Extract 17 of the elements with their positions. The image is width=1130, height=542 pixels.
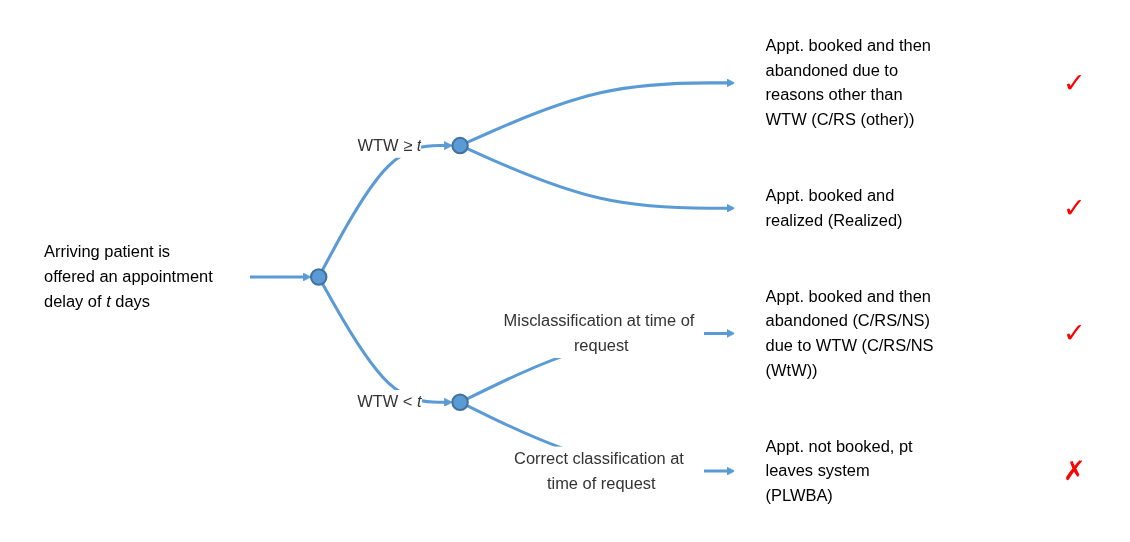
node-label: ✓ <box>1063 192 1086 224</box>
node-text: Appt. booked and realized (Realized) <box>765 186 903 229</box>
node-label: ✗ <box>1063 455 1086 487</box>
node-circle <box>310 268 328 286</box>
edge-label: Correct classification at time of request <box>514 449 684 492</box>
node-text: Appt. not booked, pt leaves system (PLWBA) <box>765 437 913 505</box>
node-circle <box>451 393 469 412</box>
node-text: Appt. booked and then abandoned (C/RS/NS) due to WTW (C/RS/NS (WtW)) <box>765 287 934 379</box>
arrow <box>249 272 312 282</box>
node-label: ✓ <box>1063 67 1086 98</box>
node-text: Arriving patient is offered an appointment delay of t days <box>44 243 213 311</box>
node-circle <box>451 137 469 155</box>
edge-label: WTW < t <box>357 393 422 411</box>
node-text: Appt. booked and then abandoned due to reasons other than WTW (C/RS (other)) <box>765 36 931 129</box>
edge-label: WTW ≥ t <box>357 136 422 154</box>
node-label: ✓ <box>1063 317 1086 349</box>
edge-label: Misclassification at time of request <box>503 312 695 355</box>
